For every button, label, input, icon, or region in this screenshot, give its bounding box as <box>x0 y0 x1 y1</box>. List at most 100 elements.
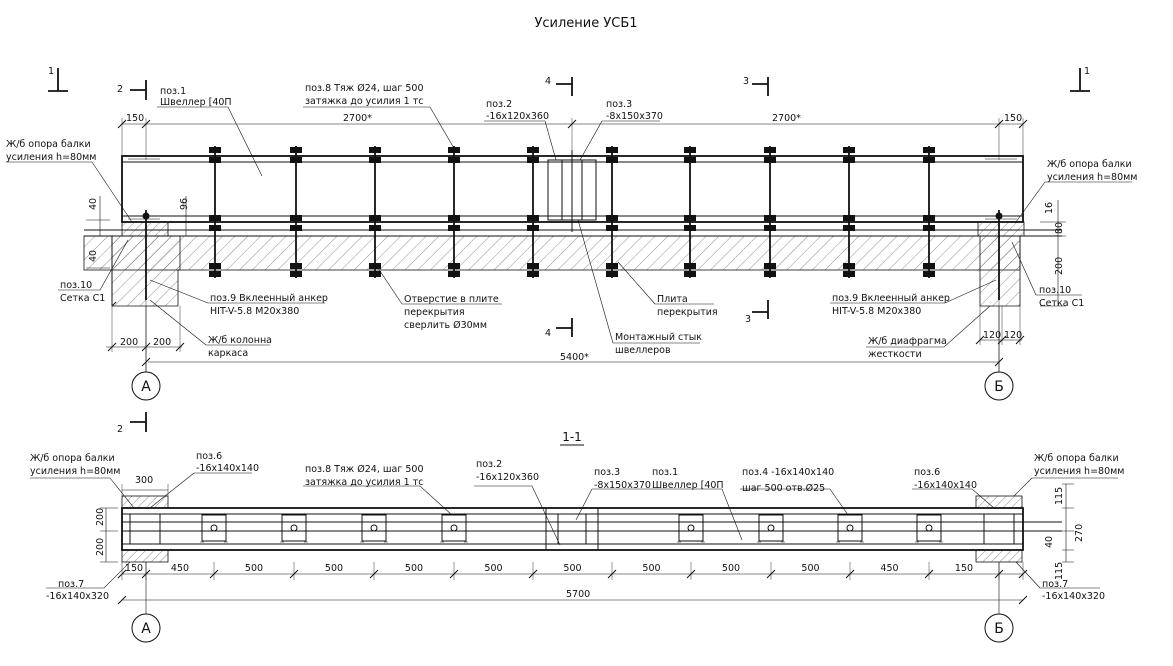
plan-dim-label: 150 <box>125 563 143 574</box>
tie-plate <box>757 513 785 543</box>
svg-text:поз.3: поз.3 <box>606 99 632 110</box>
tie-plate <box>440 513 468 543</box>
svg-text:96: 96 <box>179 198 190 210</box>
dim-2700-right: 2700* <box>772 113 801 124</box>
svg-text:-16х140х140: -16х140х140 <box>196 463 259 474</box>
svg-text:поз.9 Вклеенный анкер: поз.9 Вклеенный анкер <box>832 293 950 304</box>
svg-text:2: 2 <box>117 424 123 435</box>
svg-text:швеллеров: швеллеров <box>615 345 671 356</box>
svg-text:Ж/б диафрагма: Ж/б диафрагма <box>868 336 947 347</box>
svg-text:200: 200 <box>95 538 106 556</box>
svg-text:HIT-V-5.8 M20х380: HIT-V-5.8 M20х380 <box>210 306 299 317</box>
svg-text:Швеллер [40П: Швеллер [40П <box>160 97 232 108</box>
svg-text:перекрытия: перекрытия <box>404 307 465 318</box>
svg-text:16: 16 <box>1044 202 1055 214</box>
svg-text:Ж/б опора балки: Ж/б опора балки <box>1047 159 1132 170</box>
svg-text:-8х150х370: -8х150х370 <box>594 480 651 491</box>
svg-text:-8х150х370: -8х150х370 <box>606 111 663 122</box>
svg-text:шаг 500 отв.Ø25: шаг 500 отв.Ø25 <box>742 483 825 494</box>
svg-text:200: 200 <box>153 337 171 348</box>
svg-text:усиления h=80мм: усиления h=80мм <box>1034 466 1124 477</box>
dim-2700-left: 2700* <box>343 113 372 124</box>
svg-text:поз.4 -16х140х140: поз.4 -16х140х140 <box>742 467 834 478</box>
tie-plate <box>200 513 228 543</box>
svg-text:40: 40 <box>88 198 99 210</box>
tie-rod <box>606 146 618 278</box>
svg-text:1: 1 <box>1084 66 1090 77</box>
plan-label-support-right: Ж/б опора балки усиления h=80мм <box>1013 453 1124 497</box>
svg-text:усиления h=80мм: усиления h=80мм <box>1047 172 1137 183</box>
section-mark-1-left: 1 <box>48 66 68 92</box>
label-pos8: поз.8 Тяж Ø24, шаг 500 затяжка до усилия… <box>303 83 456 151</box>
section-title: 1-1 <box>562 430 582 444</box>
plan-end-right <box>975 495 1023 563</box>
right-diaphragm <box>977 221 1025 307</box>
plan-label-pos6-right: поз.6 -16х140х140 <box>912 467 995 509</box>
plan-dim-label: 500 <box>642 563 660 574</box>
svg-text:поз.8 Тяж Ø24, шаг 500: поз.8 Тяж Ø24, шаг 500 <box>305 464 424 475</box>
svg-text:поз.6: поз.6 <box>196 451 222 462</box>
svg-text:Ж/б колонна: Ж/б колонна <box>208 335 272 346</box>
plan-joint-plates <box>545 507 599 551</box>
svg-text:120: 120 <box>1004 330 1022 341</box>
plan-left-dims: 300 200 200 <box>95 475 169 563</box>
label-diaphragm: Ж/б диафрагма жесткости <box>866 305 991 360</box>
label-joint: Монтажный стык швеллеров <box>577 219 702 356</box>
axis-a-elevation: А <box>131 306 161 401</box>
svg-text:усиления h=80мм: усиления h=80мм <box>6 152 96 163</box>
plan-label-pos7-right: поз.7 -16х140х320 <box>1015 561 1105 602</box>
svg-text:200: 200 <box>95 508 106 526</box>
svg-text:270: 270 <box>1074 524 1085 542</box>
svg-text:каркаса: каркаса <box>208 348 248 359</box>
label-slab: Плита перекрытия <box>617 261 718 318</box>
svg-text:200: 200 <box>120 337 138 348</box>
plan-label-pos6-left: поз.6 -16х140х140 <box>149 451 259 509</box>
label-support-right: Ж/б опора балки усиления h=80мм <box>1015 159 1137 223</box>
svg-text:40: 40 <box>88 250 99 262</box>
section-mark-2-bottom: 2 <box>117 412 147 435</box>
label-pos2: поз.2 -16х120х360 <box>484 99 557 161</box>
svg-text:5700: 5700 <box>566 589 590 600</box>
svg-text:3: 3 <box>745 314 751 325</box>
svg-text:300: 300 <box>135 475 153 486</box>
tie-rod <box>448 146 460 278</box>
svg-text:поз.3: поз.3 <box>594 467 620 478</box>
label-hole: Отверстие в плите перекрытия сверлить Ø3… <box>377 267 502 331</box>
svg-text:поз.10: поз.10 <box>60 280 92 291</box>
svg-text:поз.1: поз.1 <box>652 467 678 478</box>
svg-text:200: 200 <box>1054 257 1065 275</box>
plan-label-pos3: поз.3 -8х150х370 <box>575 467 651 521</box>
svg-text:-16х140х320: -16х140х320 <box>1042 591 1105 602</box>
svg-text:4: 4 <box>545 328 551 339</box>
tie-rod <box>209 146 221 278</box>
tie-rod <box>527 146 539 278</box>
svg-text:2: 2 <box>117 84 123 95</box>
tie-plate <box>677 513 705 543</box>
plan-dim-label: 500 <box>801 563 819 574</box>
svg-text:Сетка С1: Сетка С1 <box>1039 298 1084 309</box>
svg-text:А: А <box>141 379 151 395</box>
plan-dim-label: 450 <box>880 563 898 574</box>
section-mark-3-top: 3 <box>743 76 769 96</box>
plan-right-dims: 115 270 40 115 <box>1044 483 1085 580</box>
plan-label-pos8: поз.8 Тяж Ø24, шаг 500 затяжка до усилия… <box>303 464 453 516</box>
tie-plate <box>915 513 943 543</box>
tie-rod <box>764 146 776 278</box>
svg-text:поз.6: поз.6 <box>914 467 940 478</box>
svg-text:поз.10: поз.10 <box>1039 285 1071 296</box>
svg-text:Ж/б опора балки: Ж/б опора балки <box>6 139 91 150</box>
plan-dim-label: 500 <box>325 563 343 574</box>
svg-text:А: А <box>141 621 151 637</box>
plan-label-pos1: поз.1 Швеллер [40П <box>650 467 743 541</box>
svg-text:затяжка до усилия 1 тс: затяжка до усилия 1 тс <box>305 477 423 488</box>
svg-text:поз.7: поз.7 <box>58 579 84 590</box>
plan-dim-label: 500 <box>722 563 740 574</box>
plan-label-pos2: поз.2 -16х120х360 <box>474 459 561 546</box>
svg-text:-16х140х140: -16х140х140 <box>914 480 977 491</box>
plan-label-support-left: Ж/б опора балки усиления h=80мм <box>30 453 135 509</box>
plan-dim-label: 500 <box>405 563 423 574</box>
svg-text:перекрытия: перекрытия <box>657 307 718 318</box>
svg-text:1: 1 <box>48 66 54 77</box>
drawing-title: Усиление УСБ1 <box>534 16 637 31</box>
